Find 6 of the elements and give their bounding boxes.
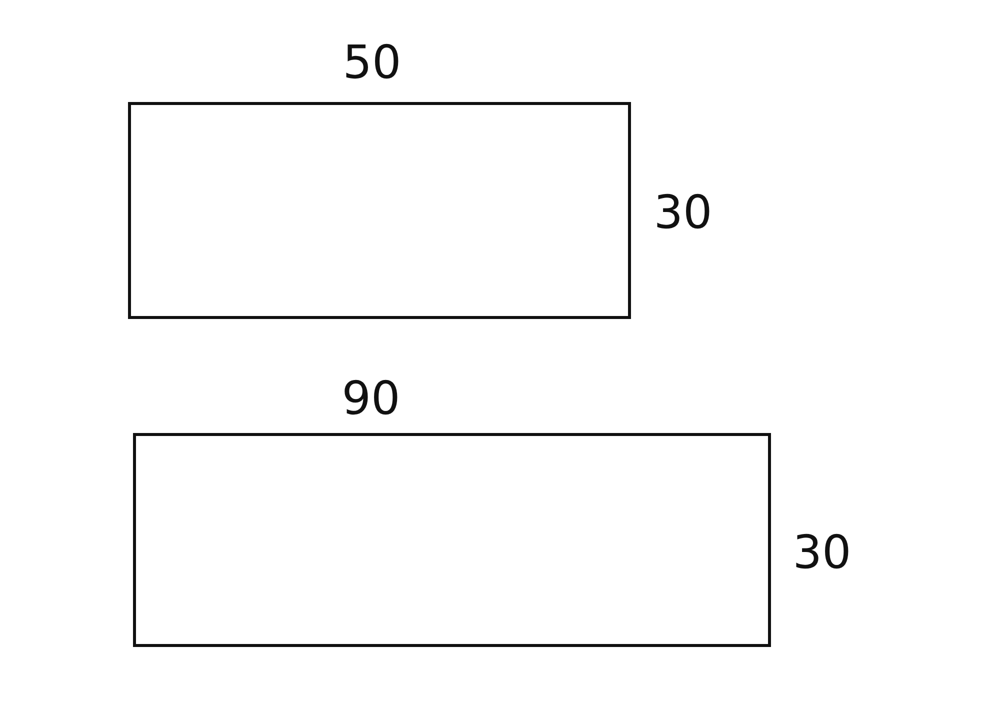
rectangle — [128, 102, 631, 319]
dimension-label: 90 — [342, 375, 400, 421]
dimension-label: 30 — [654, 189, 712, 235]
dimension-label: 30 — [792, 529, 852, 575]
rectangle — [133, 433, 771, 647]
dimension-label: 50 — [342, 39, 402, 85]
